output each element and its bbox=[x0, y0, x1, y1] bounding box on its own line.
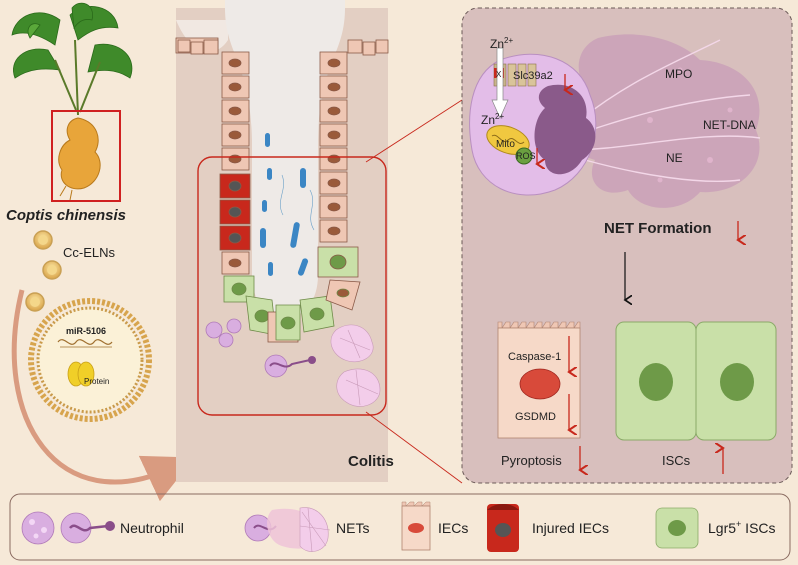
ne-label: NE bbox=[666, 151, 683, 165]
mirna-label: miR-5106 bbox=[66, 326, 106, 336]
legend-nets-icons bbox=[244, 507, 331, 553]
vesicle-dots bbox=[25, 230, 62, 312]
transporter-label: Slc39a2 bbox=[513, 70, 553, 82]
mito-label: Mito bbox=[496, 139, 515, 150]
legend-lgr5-iscs: Lgr5+ ISCs bbox=[708, 519, 776, 536]
pyroptosis-label: Pyroptosis bbox=[501, 453, 562, 468]
protein-label: Protein bbox=[84, 377, 109, 386]
iscs-label: ISCs bbox=[662, 453, 691, 468]
legend-injured-iec-icon bbox=[487, 504, 519, 552]
crypt-panel bbox=[175, 0, 389, 482]
net-dna-label: NET-DNA bbox=[703, 118, 756, 132]
net-cloud bbox=[570, 34, 760, 208]
iec-right-column bbox=[317, 51, 359, 278]
legend-box bbox=[9, 493, 791, 561]
crypt-neutrophils bbox=[205, 318, 316, 378]
colitis-region-box bbox=[197, 156, 387, 416]
mpo-label: MPO bbox=[665, 67, 692, 81]
vesicle-detail bbox=[28, 298, 152, 422]
caspase-label: Caspase-1 bbox=[508, 351, 561, 363]
delivery-arrow bbox=[11, 289, 195, 502]
vesicles-label: Cc-ELNs bbox=[63, 245, 116, 260]
legend-nets: NETs bbox=[336, 520, 369, 536]
gsdmd-label: GSDMD bbox=[515, 411, 556, 423]
colitis-label: Colitis bbox=[348, 453, 394, 470]
block-mark: X bbox=[496, 70, 502, 79]
crypt-base-iscs bbox=[223, 275, 361, 343]
net-formation-label: NET Formation bbox=[604, 220, 712, 237]
rhizome-shape bbox=[58, 117, 101, 190]
legend-isc-icon bbox=[655, 507, 699, 549]
bacteria bbox=[260, 133, 309, 276]
pyroptotic-iec bbox=[497, 321, 581, 439]
ros-label: ROS bbox=[516, 151, 536, 161]
crypt-nets bbox=[330, 324, 381, 407]
legend-neutrophil: Neutrophil bbox=[120, 520, 184, 536]
legend-neutrophil-icons bbox=[21, 511, 115, 545]
legend-injured-iecs: Injured IECs bbox=[532, 520, 609, 536]
zn-mid-label: Zn2+ bbox=[481, 112, 504, 127]
plant-illustration bbox=[11, 2, 133, 202]
isc-pair bbox=[615, 321, 777, 441]
legend-iec-icon bbox=[401, 501, 431, 551]
zn-top-label: Zn2+ bbox=[490, 36, 513, 51]
plant-label: Coptis chinensis bbox=[6, 207, 126, 224]
legend-iecs: IECs bbox=[438, 520, 468, 536]
